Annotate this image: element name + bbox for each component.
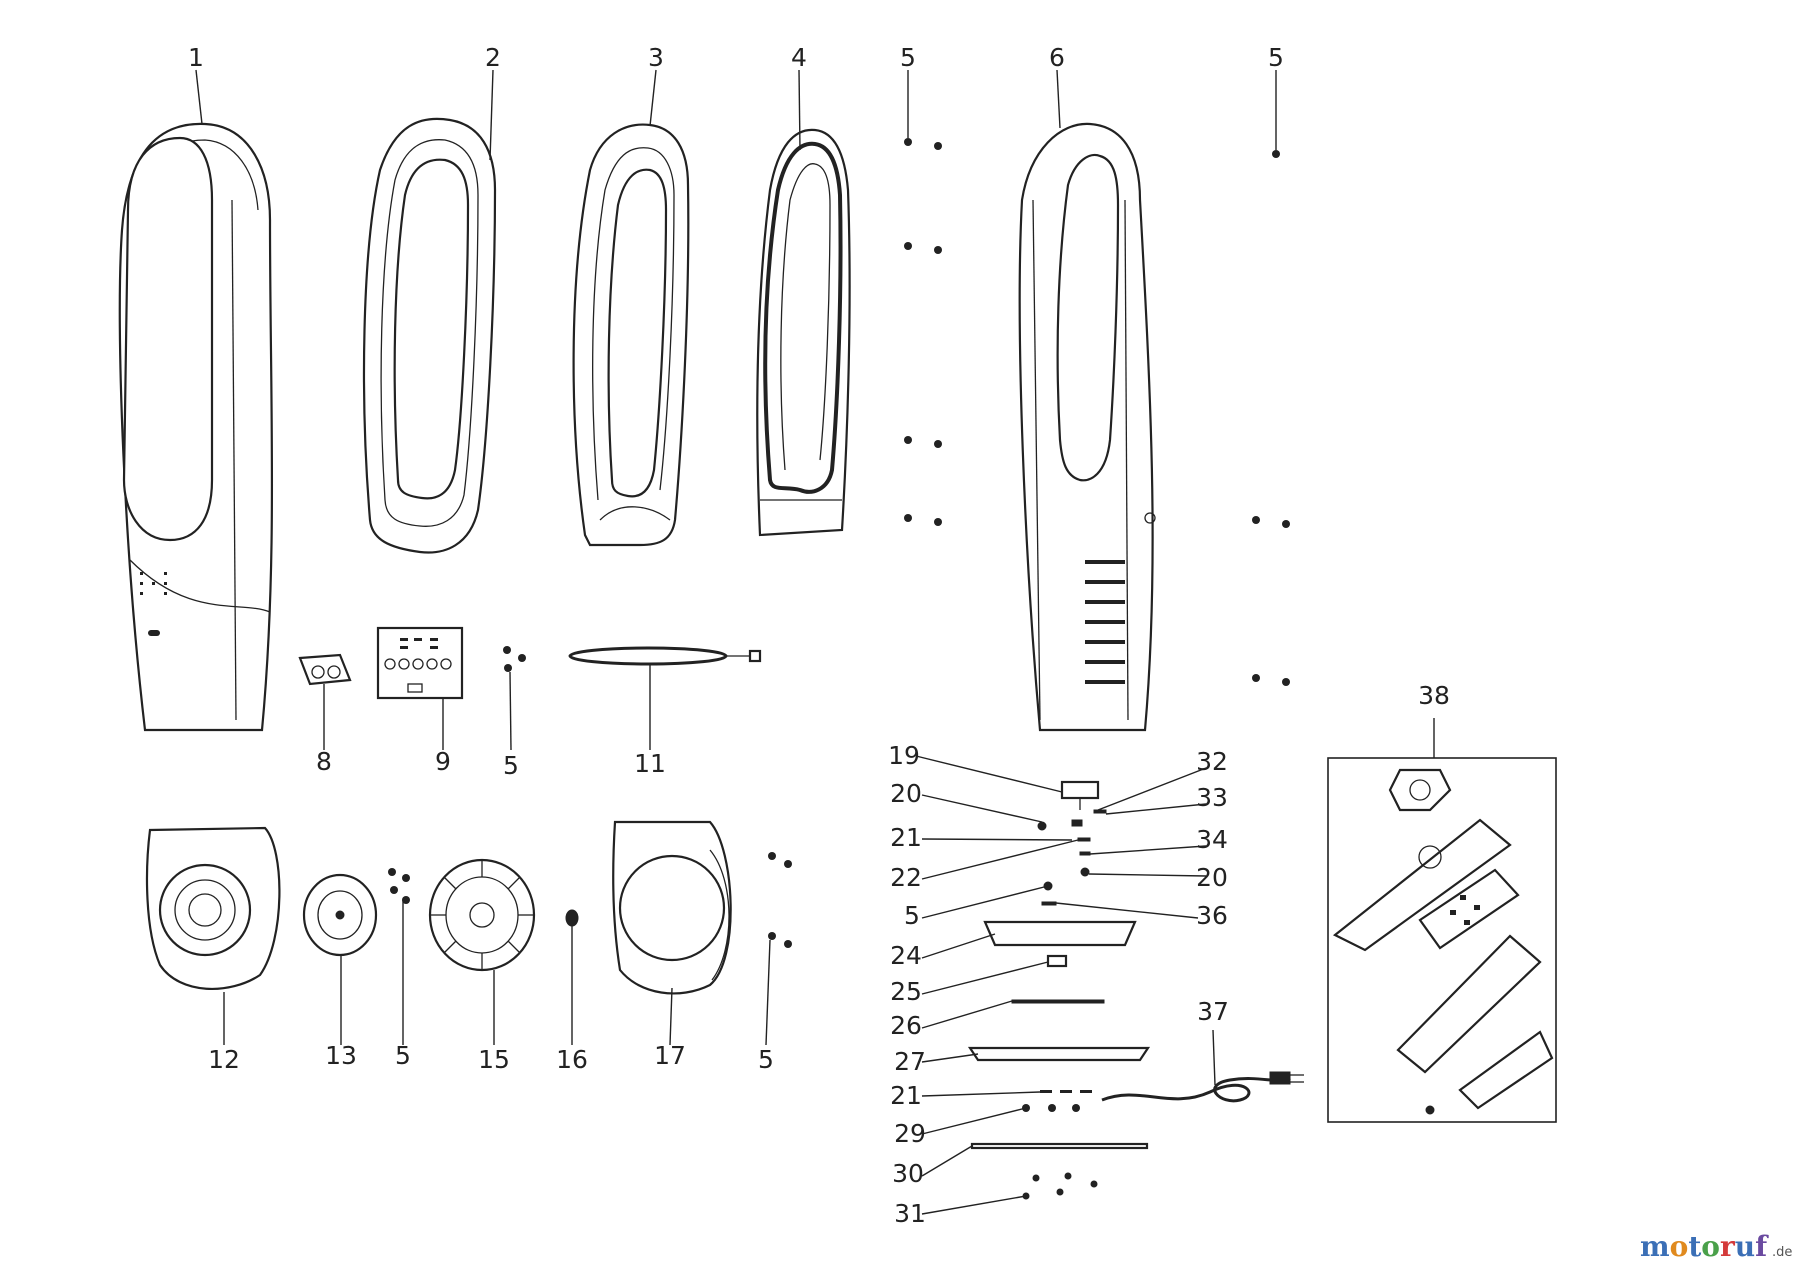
- callout-12: 12: [208, 1045, 240, 1074]
- part-power-cord: [1101, 1071, 1304, 1103]
- screw-set-board: [503, 646, 526, 672]
- callout-5-screws-motor: 5: [395, 1041, 411, 1070]
- callout-5-base: 5: [904, 901, 920, 930]
- callout-5-screws-board: 5: [503, 751, 519, 780]
- callout-13: 13: [325, 1041, 357, 1070]
- callout-27: 27: [894, 1047, 926, 1076]
- callout-33: 33: [1196, 783, 1228, 812]
- callout-5-screws-volute: 5: [758, 1045, 774, 1074]
- callout-22: 22: [890, 863, 922, 892]
- callout-38: 38: [1418, 681, 1450, 710]
- callout-2: 2: [485, 43, 501, 72]
- part-gasket-frame: [756, 128, 851, 537]
- callout-8: 8: [316, 747, 332, 776]
- callout-21-bottom: 21: [890, 1081, 922, 1110]
- callout-34: 34: [1196, 825, 1228, 854]
- callout-29: 29: [894, 1119, 926, 1148]
- callout-15: 15: [478, 1045, 510, 1074]
- callout-36: 36: [1196, 901, 1228, 930]
- part-ring-frame: [362, 117, 497, 554]
- callout-37: 37: [1197, 997, 1229, 1026]
- logo-letter-f: f: [1755, 1230, 1769, 1263]
- logo-letter-r: r: [1720, 1230, 1736, 1263]
- part-volute-cover: [612, 820, 732, 995]
- callout-16: 16: [556, 1045, 588, 1074]
- callout-9: 9: [435, 747, 451, 776]
- logo-suffix: .de: [1772, 1245, 1792, 1260]
- motoruf-logo-text: motoruf: [1640, 1230, 1769, 1263]
- part-impeller: [428, 858, 536, 972]
- part-cable-loop: [568, 646, 762, 666]
- callout-11: 11: [634, 749, 666, 778]
- callout-20-right: 20: [1196, 863, 1228, 892]
- part-blower-housing: [145, 826, 281, 990]
- part-base-assembly: [967, 780, 1151, 1200]
- logo-letter-o2: o: [1701, 1230, 1720, 1263]
- part-motor: [302, 873, 378, 957]
- callout-5-screws-top: 5: [900, 43, 916, 72]
- logo-letter-t: t: [1688, 1230, 1701, 1263]
- logo-letter-u: u: [1735, 1230, 1755, 1263]
- callout-31: 31: [894, 1199, 926, 1228]
- screw-set-volute: [768, 852, 792, 948]
- screw-set-top-left: [904, 138, 942, 526]
- callout-4: 4: [791, 43, 807, 72]
- callout-20-top: 20: [890, 779, 922, 808]
- part-inner-frame: [572, 123, 690, 547]
- callout-1: 1: [188, 43, 204, 72]
- part-front-shell: [118, 122, 274, 732]
- callout-labels: 1 2 3 4 5 6 5 8 9 5 11 38 19 32 20 33 21…: [188, 43, 1450, 1228]
- part-control-board: [376, 626, 464, 700]
- callout-6: 6: [1049, 43, 1065, 72]
- motoruf-logo: motoruf .de: [1640, 1230, 1792, 1263]
- callout-5-screws-right: 5: [1268, 43, 1284, 72]
- callout-26: 26: [890, 1011, 922, 1040]
- screw-set-top-right: [1252, 150, 1290, 686]
- callout-3: 3: [648, 43, 664, 72]
- part-remote-control-kit: [1327, 757, 1557, 1123]
- screw-set-motor: [388, 868, 410, 904]
- part-switch-bracket: [298, 653, 352, 686]
- leader-lines: [195, 69, 1435, 1215]
- part-rear-housing: [1018, 122, 1156, 732]
- callout-19: 19: [888, 741, 920, 770]
- logo-letter-o1: o: [1670, 1230, 1689, 1263]
- callout-21-top: 21: [890, 823, 922, 852]
- callout-24: 24: [890, 941, 922, 970]
- callout-17: 17: [654, 1041, 686, 1070]
- part-nut: [565, 909, 579, 927]
- callout-32: 32: [1196, 747, 1228, 776]
- logo-letter-m: m: [1640, 1230, 1670, 1263]
- callout-25: 25: [890, 977, 922, 1006]
- callout-30: 30: [892, 1159, 924, 1188]
